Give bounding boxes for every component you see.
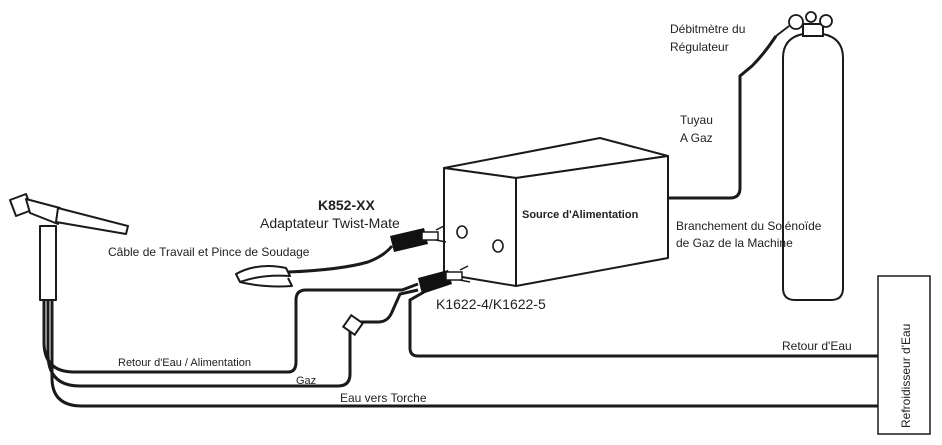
label-solenoid-line2: de Gaz de la Machine xyxy=(676,236,793,250)
cable-gas xyxy=(46,288,419,388)
gas-hose xyxy=(668,35,778,200)
label-work-cable: Câble de Travail et Pince de Soudage xyxy=(108,245,310,259)
k852-adapter xyxy=(390,225,447,252)
water-cooler-box xyxy=(877,275,931,435)
label-regulator-line2: Régulateur xyxy=(670,40,729,54)
gas-cylinder xyxy=(782,23,844,301)
work-cable xyxy=(287,245,394,274)
label-k1622: K1622-4/K1622-5 xyxy=(436,296,546,312)
tig-torch xyxy=(9,193,129,301)
label-gas: Gaz xyxy=(296,375,316,387)
label-power-source: Source d'Alimentation xyxy=(522,209,639,221)
label-solenoid-line1: Branchement du Solénoïde xyxy=(676,219,822,233)
label-water-return-power: Retour d'Eau / Alimentation xyxy=(118,357,251,369)
power-source-box xyxy=(443,137,669,287)
label-gas-hose-line1: Tuyau xyxy=(680,113,713,127)
k1622-adapter xyxy=(418,265,471,294)
label-water-to-torch: Eau vers Torche xyxy=(340,391,427,405)
regulator-flowmeter xyxy=(775,11,833,37)
label-regulator-line1: Débitmètre du xyxy=(670,22,745,36)
cable-water-return xyxy=(408,290,878,358)
cable-water-to-torch xyxy=(50,300,878,408)
label-gas-hose-line2: A Gaz xyxy=(680,131,713,145)
label-cooler: Refroidisseur d'Eau xyxy=(899,324,913,428)
work-clamp xyxy=(235,265,293,288)
gas-fitting xyxy=(341,313,365,337)
label-k852-part: K852-XX xyxy=(318,197,375,213)
power-source-ports xyxy=(456,225,504,253)
label-k852-desc: Adaptateur Twist-Mate xyxy=(260,215,400,231)
label-water-return: Retour d'Eau xyxy=(782,339,852,353)
